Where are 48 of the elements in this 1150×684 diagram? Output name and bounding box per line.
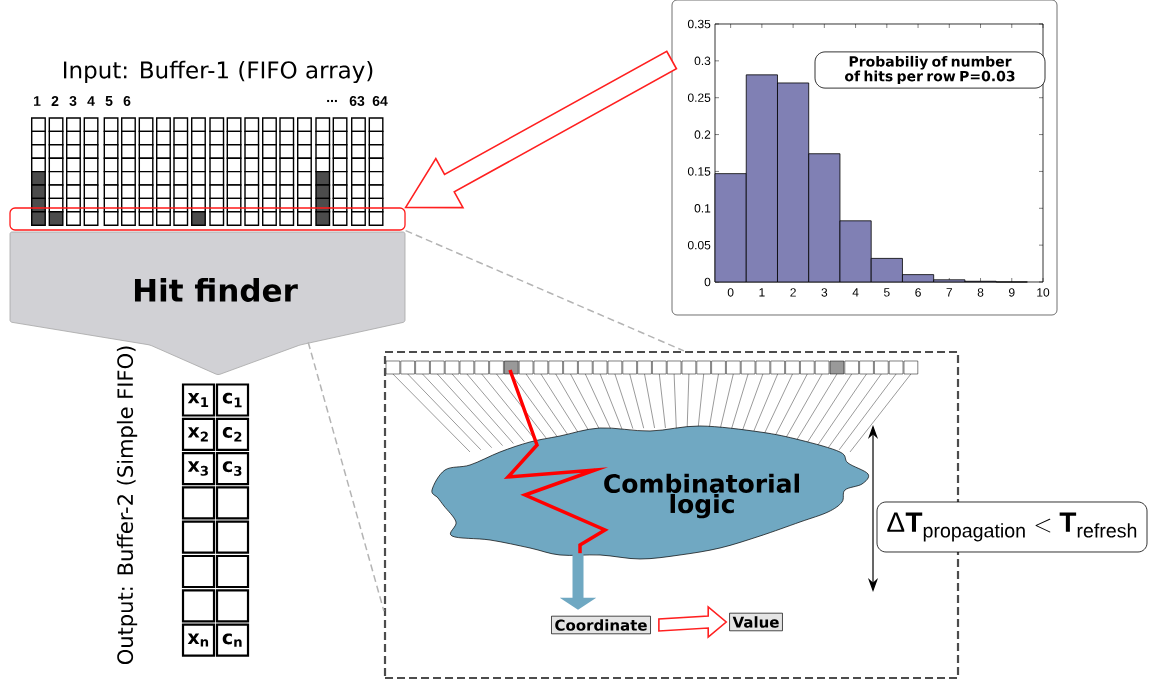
projection-line [307, 341, 385, 612]
tick-label: 0.35 [687, 19, 711, 29]
tick-label: 0.15 [687, 167, 711, 176]
column-number: 5 [105, 96, 113, 106]
heading: Input: Buffer-1 (FIFO array) [64, 60, 373, 84]
tick-label: 10 [1037, 288, 1050, 297]
logic-cloud: Combinatorial logic [431, 425, 869, 560]
tick-label: 8 [977, 288, 984, 297]
column-number: 4 [87, 96, 95, 106]
projection-line [404, 229, 685, 352]
tick-label: 5 [883, 288, 890, 297]
column-number: 64 [372, 96, 388, 106]
chart-panel [671, 0, 1058, 316]
table-cell: x$_{2}$ [181, 417, 216, 451]
table-cell: c$_{3}$ [215, 452, 250, 486]
condition-box: $\Delta \mathbf{T}_{\mathrm{propagation}} < \mathbf{T}_{\mathrm{refresh}}$ [876, 501, 1148, 553]
output-box: Coordinate [551, 615, 651, 635]
column-number: 3 [69, 96, 77, 106]
tick-label: 0 [727, 288, 734, 297]
highlight-frame [9, 207, 406, 231]
tick-label: 0.05 [687, 240, 711, 250]
column-number: 63 [349, 96, 365, 106]
table-cell: c$_{n}$ [215, 623, 250, 657]
column-number: 1 [34, 96, 41, 106]
table-cell: c$_{2}$ [215, 417, 250, 451]
tick-label: 0.25 [687, 93, 711, 102]
column-number: 2 [51, 96, 59, 106]
tick-label: 0.3 [694, 56, 711, 66]
tick-label: 1 [759, 288, 765, 297]
hollow-arrow [658, 605, 728, 639]
tick-label: 0.1 [694, 204, 711, 213]
tick-label: 0 [704, 277, 711, 287]
table-cell: x$_{3}$ [181, 452, 216, 486]
tick-label: 9 [1009, 288, 1015, 297]
tick-label: 0.2 [694, 130, 711, 139]
column-number: ... [327, 99, 337, 103]
tick-label: 4 [852, 288, 859, 297]
column-number: 6 [123, 96, 131, 106]
hollow-arrow [404, 50, 678, 209]
output-box: Value [729, 612, 783, 632]
tick-label: 6 [915, 288, 921, 297]
tick-label: 3 [821, 288, 828, 297]
tick-label: 2 [790, 288, 796, 297]
tick-label: 7 [946, 288, 953, 297]
table-cell: x$_{1}$ [181, 383, 216, 417]
callout-box: Probabiliy of number of hits per row P=0.03 [814, 51, 1046, 89]
table-cell: c$_{1}$ [215, 383, 250, 417]
table-cell: x$_{n}$ [181, 623, 216, 657]
